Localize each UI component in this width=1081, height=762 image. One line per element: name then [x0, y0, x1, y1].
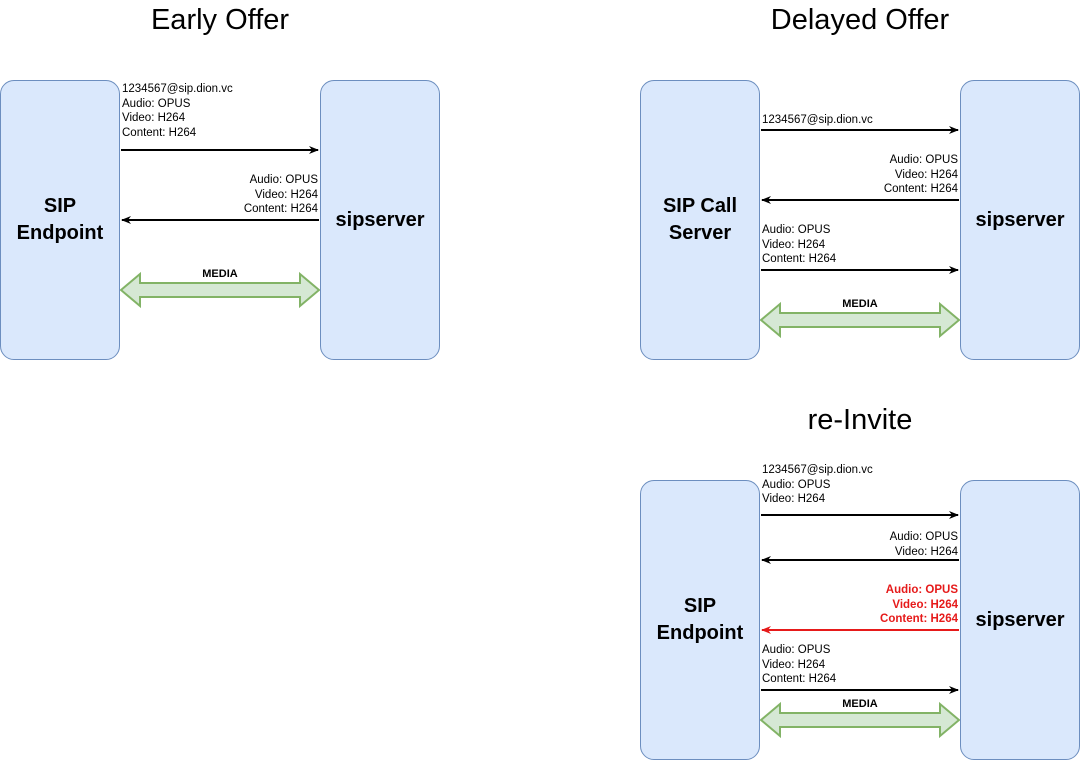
early-media-label: MEDIA [202, 268, 238, 280]
early-invite-video: Video: H264 [122, 112, 186, 125]
delayed-answer-audio: Audio: OPUS [762, 224, 831, 236]
delayed-media-arrow [759, 301, 961, 339]
early-answer-label: Audio: OPUS Video: H264 Content: H264 [244, 173, 318, 217]
reinvite-invite-uri: 1234567@sip.dion.vc [762, 464, 873, 476]
reinvite-sipserver-label: sipserver [975, 608, 1065, 631]
reinvite-sip-endpoint-label: SIP Endpoint [656, 595, 744, 644]
reinvite-reoffer-video: Video: H264 [892, 598, 958, 611]
delayed-answer-video: Video: H264 [762, 238, 826, 251]
reinvite-media-arrow [759, 701, 961, 739]
reinvite-reoffer-audio: Audio: OPUS [885, 584, 958, 596]
delayed-answer-content: Content: H264 [762, 253, 837, 266]
early-sipserver-box: sipserver [320, 80, 440, 360]
delayed-offer-title: Delayed Offer [770, 4, 950, 36]
delayed-answer-label: Audio: OPUS Video: H264 Content: H264 [762, 223, 836, 267]
reinvite-reoffer-content: Content: H264 [880, 613, 958, 626]
early-sipserver-label: sipserver [335, 208, 425, 231]
early-answer-audio: Audio: OPUS [249, 174, 318, 186]
reinvite-reanswer-audio: Audio: OPUS [762, 644, 831, 656]
reinvite-title: re-Invite [807, 404, 913, 436]
early-invite-audio: Audio: OPUS [122, 97, 191, 110]
delayed-offer-content: Content: H264 [883, 183, 958, 196]
early-offer-title: Early Offer [150, 4, 290, 36]
delayed-invite-label: 1234567@sip.dion.vc [762, 113, 873, 128]
early-invite-label: 1234567@sip.dion.vc Audio: OPUS Video: H… [122, 82, 233, 141]
early-media-arrow [119, 271, 321, 309]
delayed-offer-label: Audio: OPUS Video: H264 Content: H264 [884, 153, 958, 197]
reinvite-invite-label: 1234567@sip.dion.vc Audio: OPUS Video: H… [762, 463, 873, 507]
early-invite-content: Content: H264 [122, 127, 197, 140]
reinvite-reanswer-content: Content: H264 [762, 673, 837, 686]
reinvite-media-label: MEDIA [842, 698, 878, 710]
early-sip-endpoint-box: SIP Endpoint [0, 80, 120, 360]
reinvite-answer-audio: Audio: OPUS [889, 531, 958, 543]
early-answer-content: Content: H264 [243, 203, 318, 216]
early-answer-video: Video: H264 [254, 188, 318, 201]
delayed-sip-call-server-label: SIP Call Server [662, 195, 738, 244]
reinvite-reanswer-video: Video: H264 [762, 658, 826, 671]
delayed-offer-audio: Audio: OPUS [889, 154, 958, 166]
reinvite-answer-label: Audio: OPUS Video: H264 [890, 530, 958, 559]
reinvite-answer-video: Video: H264 [894, 545, 958, 558]
delayed-sipserver-box: sipserver [960, 80, 1080, 360]
delayed-sipserver-label: sipserver [975, 208, 1065, 231]
early-invite-uri: 1234567@sip.dion.vc [122, 83, 233, 95]
delayed-media-label: MEDIA [842, 298, 878, 310]
reinvite-reoffer-label: Audio: OPUS Video: H264 Content: H264 [880, 583, 958, 627]
reinvite-sip-endpoint-box: SIP Endpoint [640, 480, 760, 760]
delayed-sip-call-server-box: SIP Call Server [640, 80, 760, 360]
early-sip-endpoint-label: SIP Endpoint [16, 195, 104, 244]
reinvite-reanswer-label: Audio: OPUS Video: H264 Content: H264 [762, 643, 836, 687]
delayed-offer-video: Video: H264 [894, 168, 958, 181]
delayed-invite-uri: 1234567@sip.dion.vc [762, 114, 873, 126]
reinvite-invite-video: Video: H264 [762, 493, 826, 506]
reinvite-sipserver-box: sipserver [960, 480, 1080, 760]
reinvite-invite-audio: Audio: OPUS [762, 478, 831, 491]
